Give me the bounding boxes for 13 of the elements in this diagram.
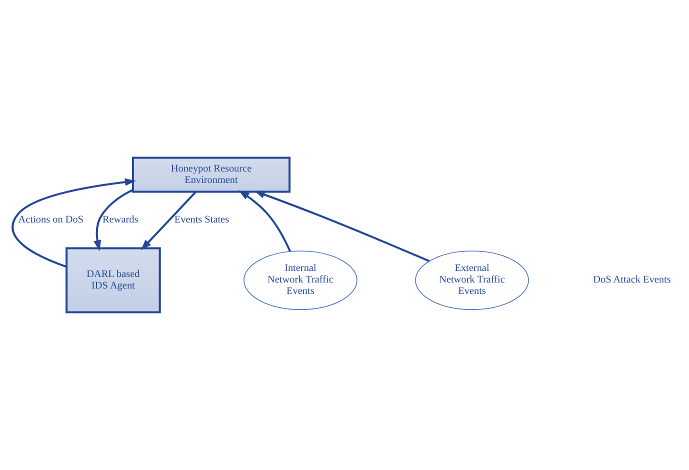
edge-label: Events States <box>174 214 230 226</box>
arrow <box>140 191 196 250</box>
arrow <box>94 189 134 252</box>
node-box: Honeypot Resource Environment <box>132 156 291 193</box>
node-box: DARL based IDS Agent <box>66 247 161 314</box>
arrow <box>254 190 430 262</box>
arrow <box>12 178 136 268</box>
node-ellipse: External Network Traffic Events <box>415 250 529 310</box>
label: DoS Attack Events <box>593 274 671 286</box>
arrow <box>238 190 291 252</box>
edge-label: Rewards <box>102 214 138 226</box>
node-ellipse: Internal Network Traffic Events <box>244 250 358 310</box>
edge-label: Actions on DoS <box>18 214 84 226</box>
